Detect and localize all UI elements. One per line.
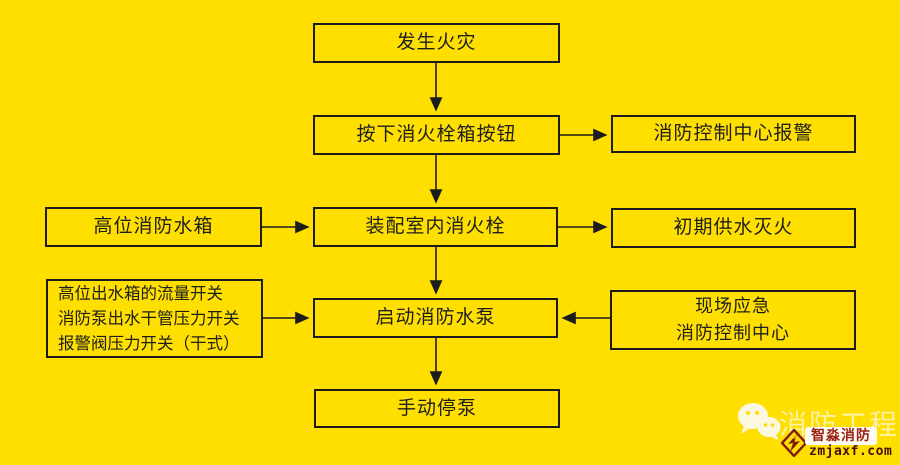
flow-node-label-line: 现场应急 [695,296,771,317]
flow-node-assemble-indoor-hydrant: 装配室内消火栓 [313,207,558,247]
flow-node-label-line: 报警阀压力开关（干式） [58,334,240,353]
flow-node-label-line: 消防控制中心 [676,323,790,344]
flow-node-label: 消防控制中心报警 [653,122,814,145]
flow-node-label-line: 消防泵出水干管压力开关 [58,309,240,328]
diamond-lightning-icon [781,429,807,457]
flow-node-press-hydrant-button: 按下消火栓箱按钮 [313,115,560,155]
flow-node-start-fire-pump: 启动消防水泵 [313,298,558,338]
flow-node-manual-stop-pump: 手动停泵 [314,389,560,428]
flow-node-label: 装配室内消火栓 [365,215,506,238]
flow-node-high-level-tank: 高位消防水箱 [45,207,262,247]
flow-node-fire-occurs: 发生火灾 [313,23,560,63]
flow-node-emergency-control-center: 现场应急 消防控制中心 [610,290,856,350]
flow-node-label: 启动消防水泵 [375,306,496,329]
flow-node-label: 手动停泵 [396,396,477,419]
flow-node-control-center-alarm: 消防控制中心报警 [611,115,856,153]
wechat-chat-bubbles-icon [738,403,781,440]
flow-node-label: 按下消火栓箱按钮 [356,123,517,146]
flow-node-label: 高位消防水箱 [93,215,214,238]
logo-url-text: zmjaxf.com [809,444,893,459]
flow-node-label: 初期供水灭火 [673,216,794,239]
flow-node-label-line: 高位出水箱的流量开关 [58,284,223,303]
logo-name-badge: 智淼消防 [805,427,877,445]
flow-node-pressure-switches: 高位出水箱的流量开关 消防泵出水干管压力开关 报警阀压力开关（干式） [46,279,263,358]
flow-node-label: 发生火灾 [396,31,477,54]
flow-node-initial-water-supply: 初期供水灭火 [611,208,856,248]
